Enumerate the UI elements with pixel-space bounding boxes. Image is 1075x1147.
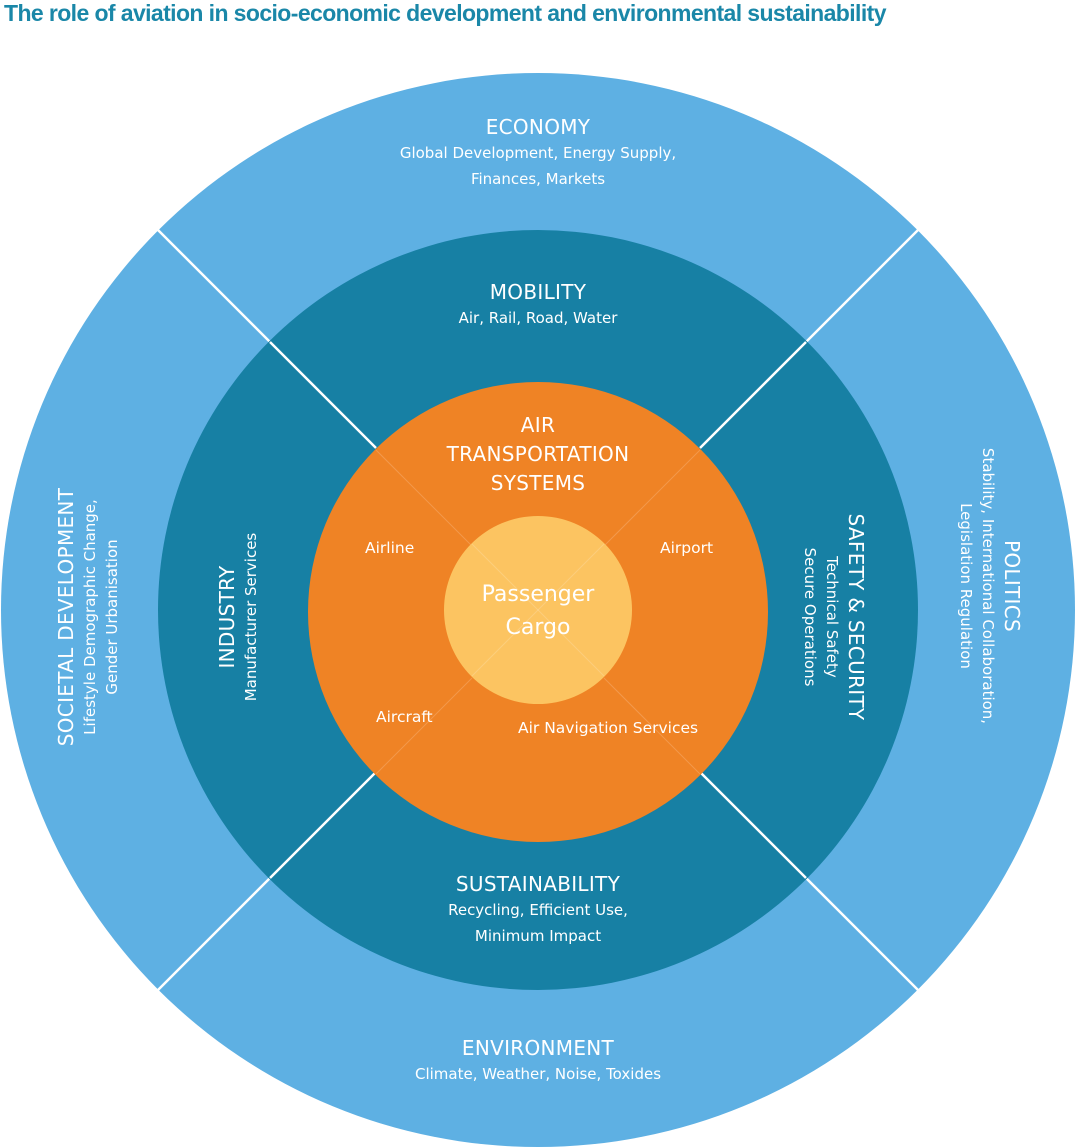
core-heading-line-3: SYSTEMS (490, 471, 586, 495)
economy-line-1: Global Development, Energy Supply, (399, 144, 677, 162)
air-navigation-services-label: Air Navigation Services (518, 719, 699, 737)
middle-divider-nw (269, 341, 377, 449)
airport-label: Airport (660, 539, 714, 557)
mobility-section: MOBILITY Air, Rail, Road, Water (459, 279, 618, 331)
societal-development-section: SOCIETAL DEVELOPMENT Lifestyle Demograph… (53, 488, 123, 746)
core-heading-line-2: TRANSPORTATION (446, 442, 630, 466)
societal-development-line-1: Lifestyle Demographic Change, (81, 499, 99, 735)
politics-section: POLITICS Stability, International Collab… (955, 448, 1025, 724)
airline-label: Airline (365, 539, 415, 557)
passenger-label: Passenger (481, 582, 595, 607)
economy-section: ECONOMY Global Development, Energy Suppl… (400, 114, 676, 192)
middle-divider-ne (699, 341, 807, 449)
mobility-line-1: Air, Rail, Road, Water (458, 309, 618, 327)
societal-development-heading: SOCIETAL DEVELOPMENT (54, 487, 78, 747)
middle-divider-se (699, 771, 807, 879)
economy-line-2: Finances, Markets (470, 170, 606, 188)
sustainability-line-2: Minimum Impact (474, 927, 602, 945)
politics-line-1: Stability, International Collaboration, (979, 447, 997, 725)
environment-heading: ENVIRONMENT (461, 1036, 615, 1060)
environment-line-1: Climate, Weather, Noise, Toxides (414, 1065, 662, 1083)
outer-divider-nw (157, 229, 271, 343)
center-divider-b (471, 543, 605, 677)
societal-development-line-2: Gender Urbanisation (103, 539, 121, 695)
center-label: Passenger Cargo (482, 578, 595, 644)
cargo-label: Cargo (505, 615, 571, 640)
core-divider-se (603, 677, 701, 775)
environment-section: ENVIRONMENT Climate, Weather, Noise, Tox… (415, 1035, 661, 1087)
center-circle (444, 516, 632, 704)
sustainability-heading: SUSTAINABILITY (455, 872, 621, 896)
sustainability-section: SUSTAINABILITY Recycling, Efficient Use,… (448, 871, 628, 949)
industry-line-1: Manufacturer Services (242, 532, 260, 702)
center-divider-a (471, 543, 605, 677)
core-divider-ne (603, 449, 701, 547)
aircraft-label: Aircraft (376, 708, 433, 726)
safety-security-heading: SAFETY & SECURITY (844, 513, 868, 721)
outer-divider-sw (157, 877, 271, 991)
safety-security-section: SAFETY & SECURITY Technical Safety Secur… (799, 514, 869, 721)
safety-security-line-1: Technical Safety (823, 556, 841, 678)
diagram-title: The role of aviation in socio-economic d… (4, 0, 886, 26)
mobility-heading: MOBILITY (489, 280, 587, 304)
sustainability-line-1: Recycling, Efficient Use, (448, 901, 628, 919)
core-divider-nw (375, 449, 473, 547)
outer-divider-se (805, 877, 919, 991)
industry-heading: INDUSTRY (215, 565, 239, 669)
core-heading-line-1: AIR (520, 413, 556, 437)
industry-section: INDUSTRY Manufacturer Services (214, 533, 262, 702)
safety-security-line-2: Secure Operations (801, 547, 819, 687)
economy-heading: ECONOMY (485, 115, 591, 139)
outer-divider-ne (805, 229, 919, 343)
politics-line-2: Legislation Regulation (957, 503, 975, 669)
politics-heading: POLITICS (1000, 539, 1024, 633)
core-divider-sw (375, 677, 473, 775)
air-transportation-systems-heading: AIR TRANSPORTATION SYSTEMS (447, 411, 630, 498)
middle-divider-sw (269, 771, 377, 879)
